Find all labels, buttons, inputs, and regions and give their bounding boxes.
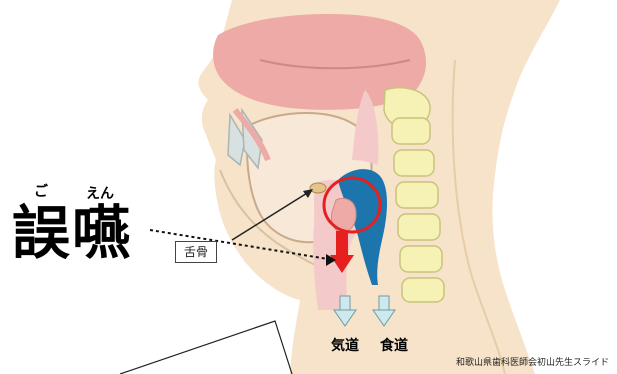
title-furigana-1: ご xyxy=(34,185,48,199)
hyoid-label: 舌骨 xyxy=(175,241,217,263)
trachea-label: 気道 xyxy=(331,339,359,353)
callout-lines xyxy=(120,321,292,374)
esophagus-label: 食道 xyxy=(380,339,408,353)
hyoid-bone xyxy=(310,183,326,193)
credit-text: 和歌山県歯科医師会初山先生スライド xyxy=(456,355,609,368)
title-kanji: 誤嚥 xyxy=(12,204,132,262)
